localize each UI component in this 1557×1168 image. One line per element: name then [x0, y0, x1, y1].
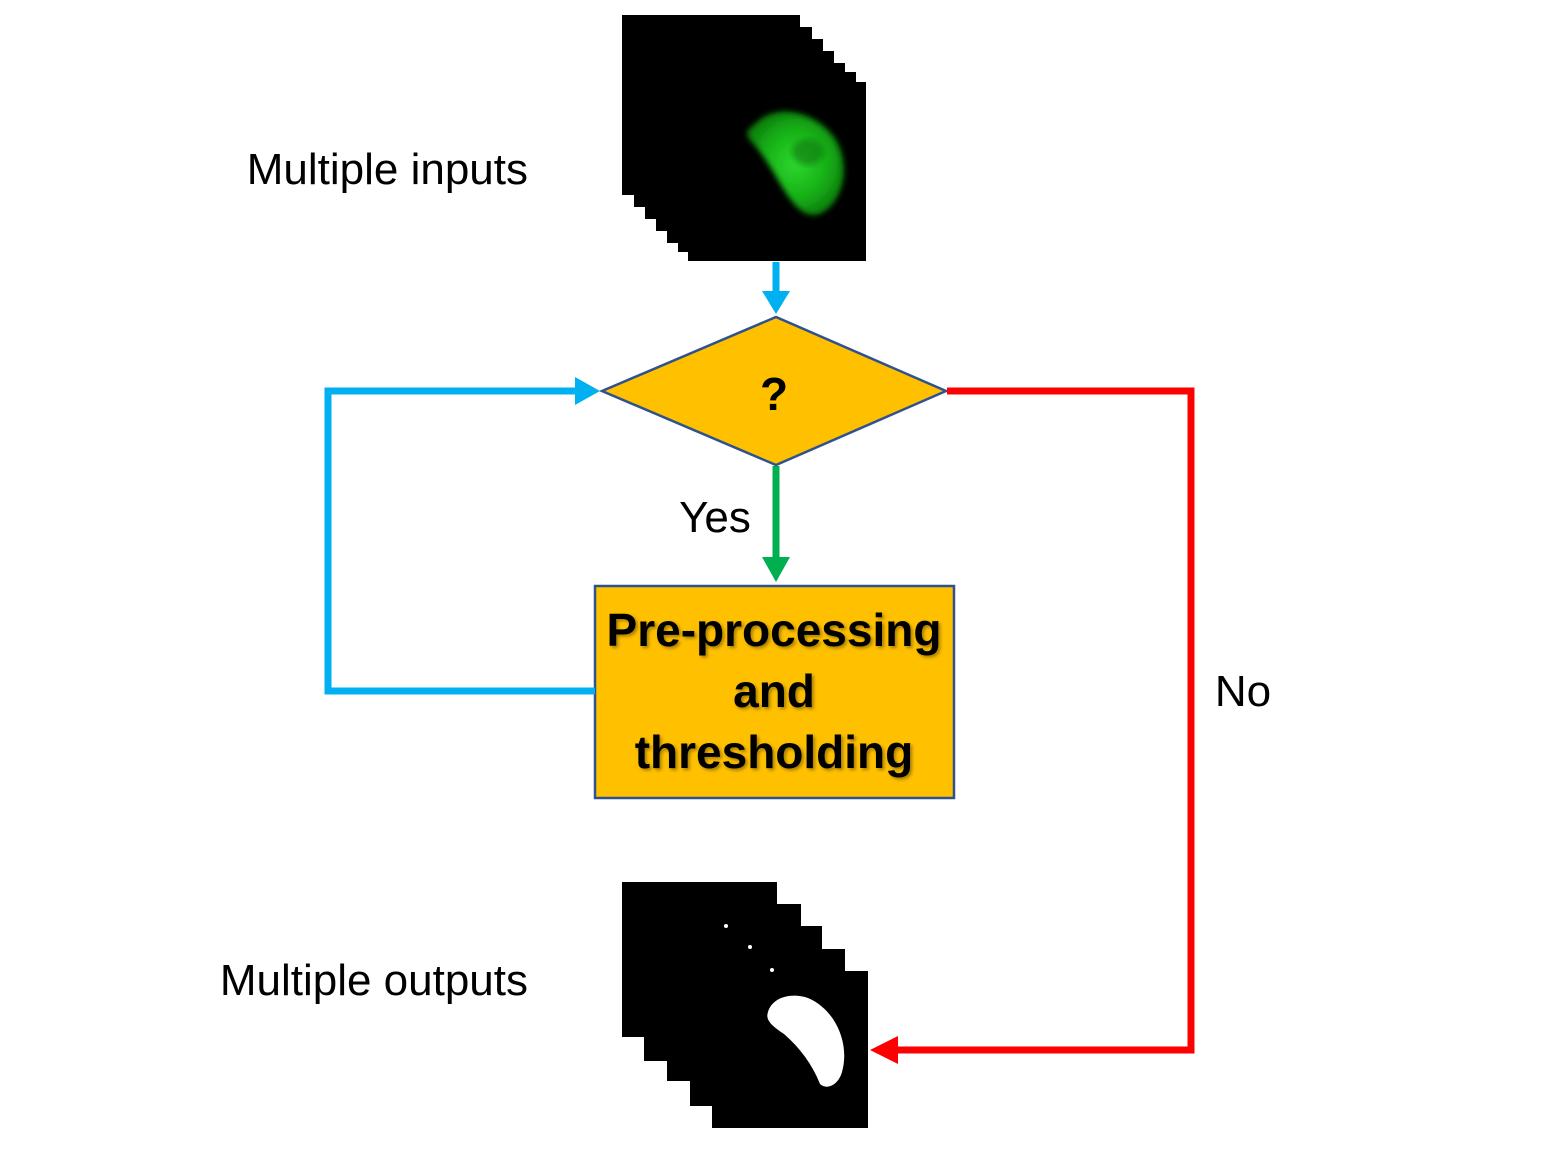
process-label-line-1: Pre-processing — [607, 604, 942, 656]
input-label: Multiple inputs — [247, 145, 528, 194]
yes-label: Yes — [679, 493, 751, 542]
no-label: No — [1215, 667, 1271, 716]
input-to-decision-arrow — [762, 262, 790, 314]
binary-mask-icon — [767, 995, 845, 1087]
output-image-stack-icon — [622, 882, 868, 1128]
yes-arrow — [762, 466, 790, 582]
process-label-line-2: and — [733, 665, 815, 717]
decision-diamond: ? — [598, 315, 950, 467]
loop-back-arrow — [324, 377, 600, 695]
output-label: Multiple outputs — [220, 956, 528, 1005]
process-box: Pre-processing and thresholding — [593, 584, 956, 800]
decision-label: ? — [760, 368, 788, 420]
input-image-stack-icon — [622, 15, 866, 261]
fluorescent-cell-icon — [747, 111, 844, 216]
no-arrow — [870, 387, 1195, 1064]
process-label-line-3: thresholding — [635, 726, 914, 778]
